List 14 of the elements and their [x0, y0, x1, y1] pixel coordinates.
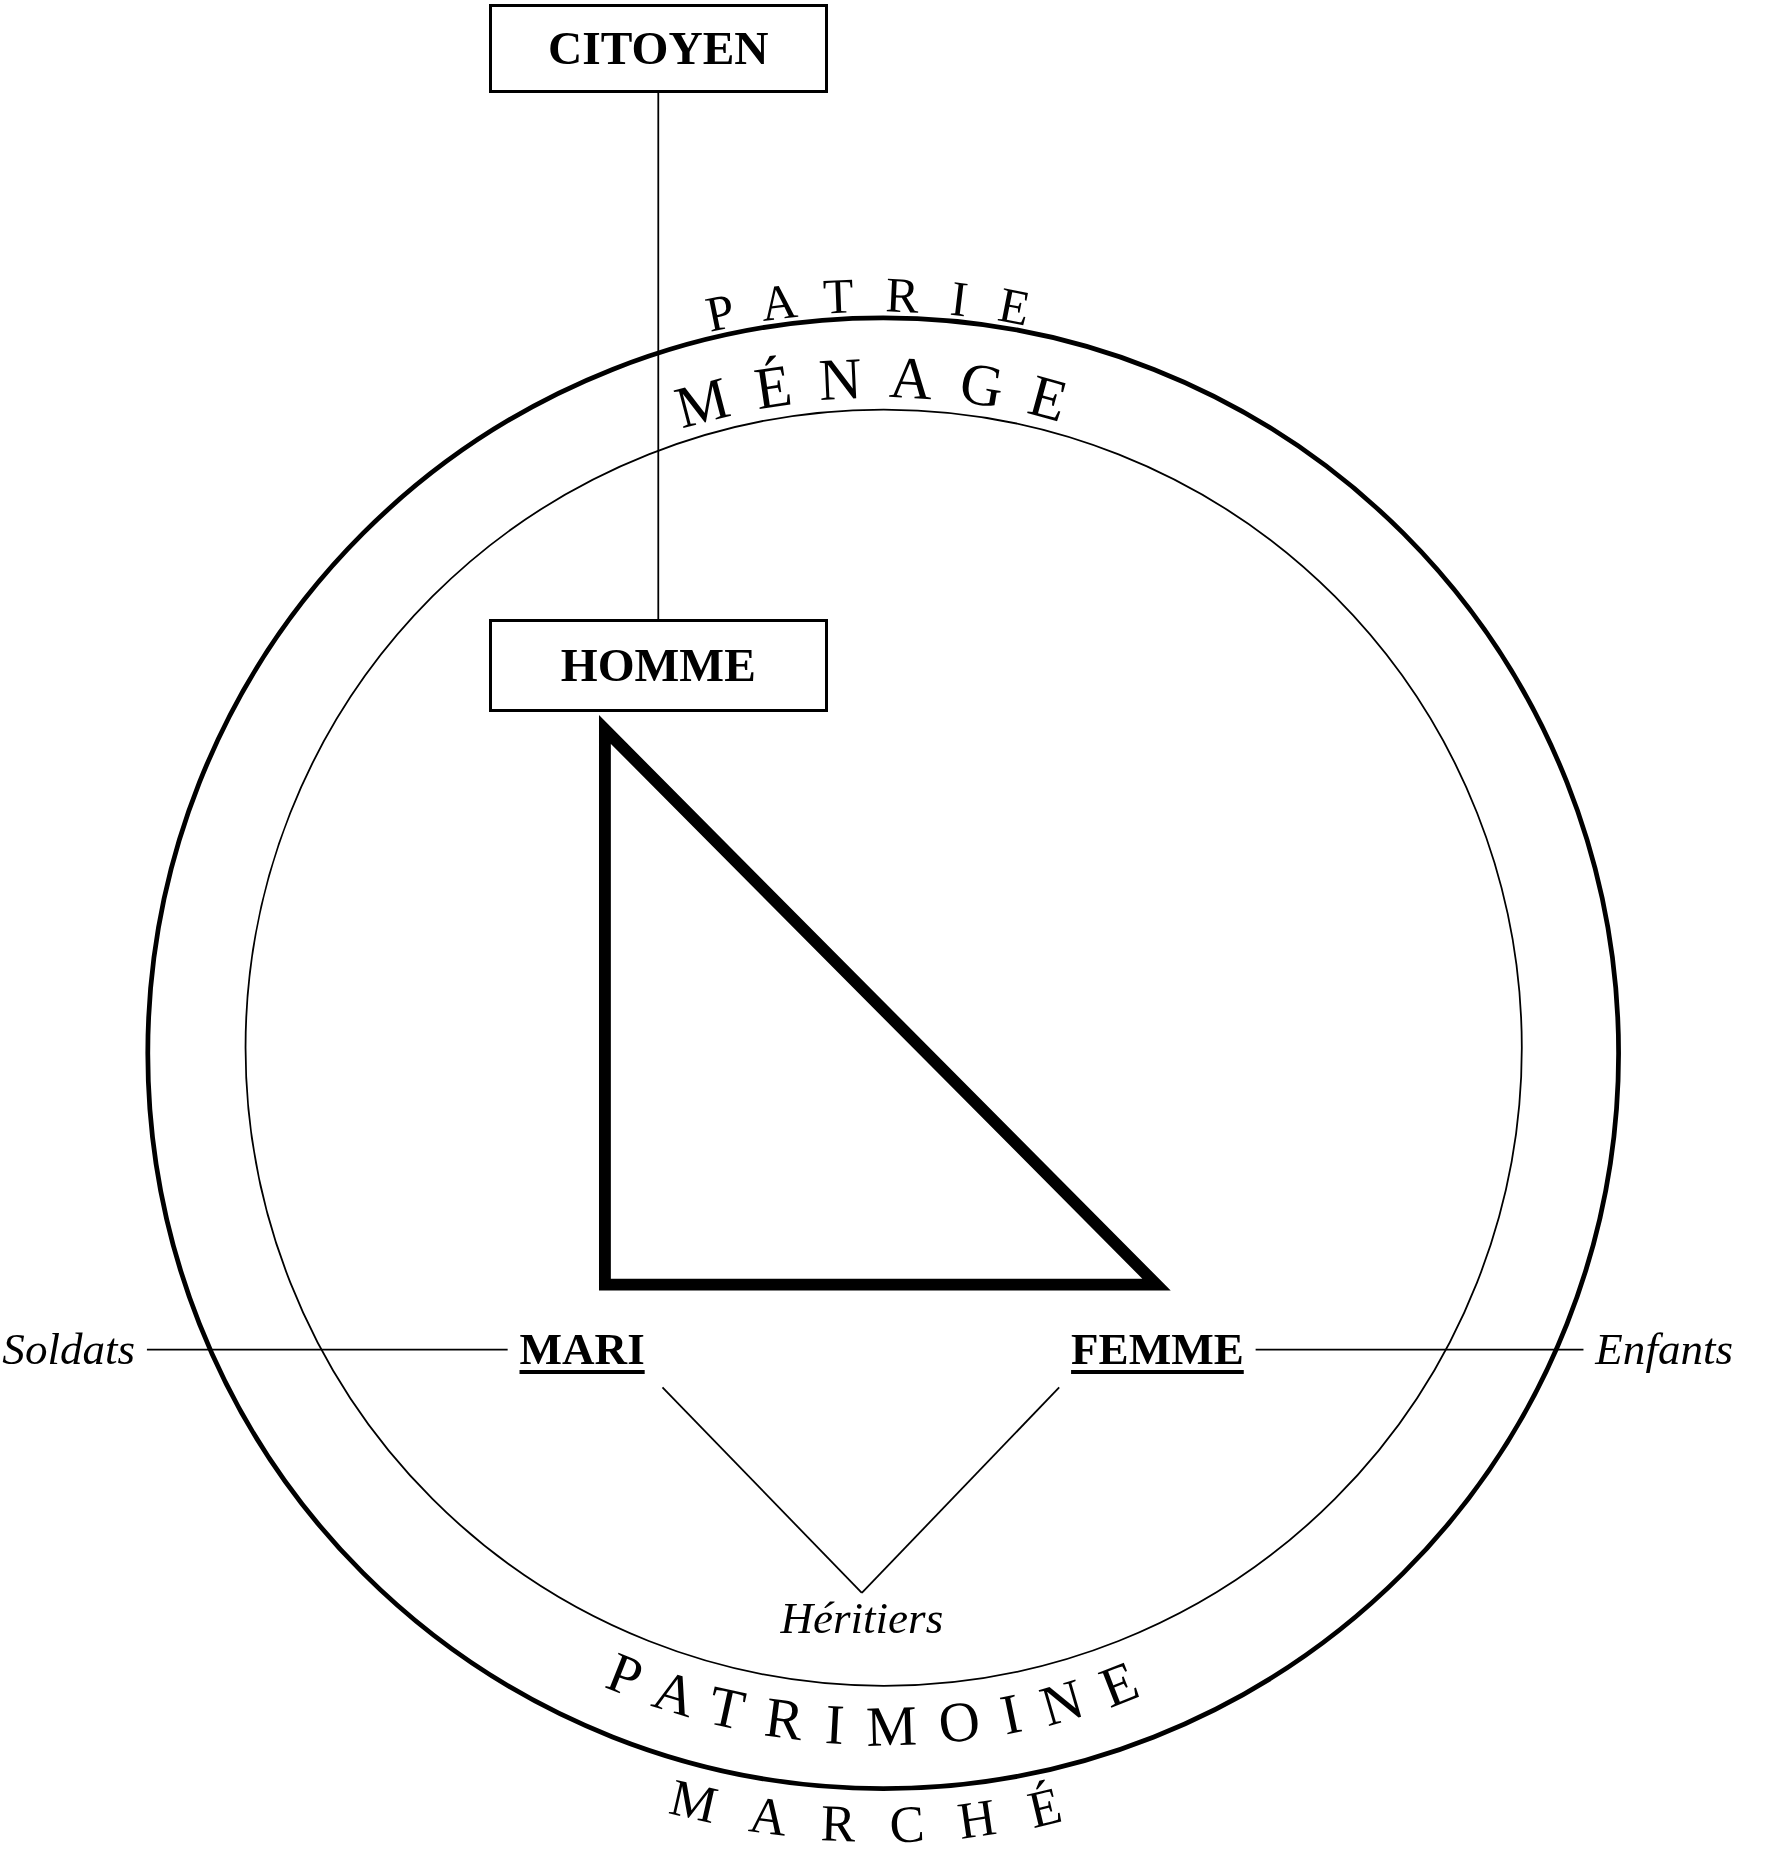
- curved-label: MARCHÉ: [665, 1767, 1102, 1854]
- curved-label: PATRIE: [701, 267, 1066, 343]
- italic-label: Soldats: [2, 1323, 136, 1376]
- term-label: MARI: [519, 1323, 645, 1376]
- connector-line: [1254, 1348, 1585, 1351]
- term-label: FEMME: [1071, 1323, 1244, 1376]
- connector-line: [657, 91, 660, 620]
- label-box: CITOYEN: [488, 3, 828, 93]
- connector-line: [860, 1386, 1061, 1594]
- label-box: HOMME: [488, 619, 828, 712]
- curved-label: MÉNAGE: [668, 343, 1100, 442]
- italic-label: Enfants: [1595, 1323, 1734, 1376]
- connector-line: [146, 1348, 509, 1351]
- connector-line: [661, 1386, 863, 1594]
